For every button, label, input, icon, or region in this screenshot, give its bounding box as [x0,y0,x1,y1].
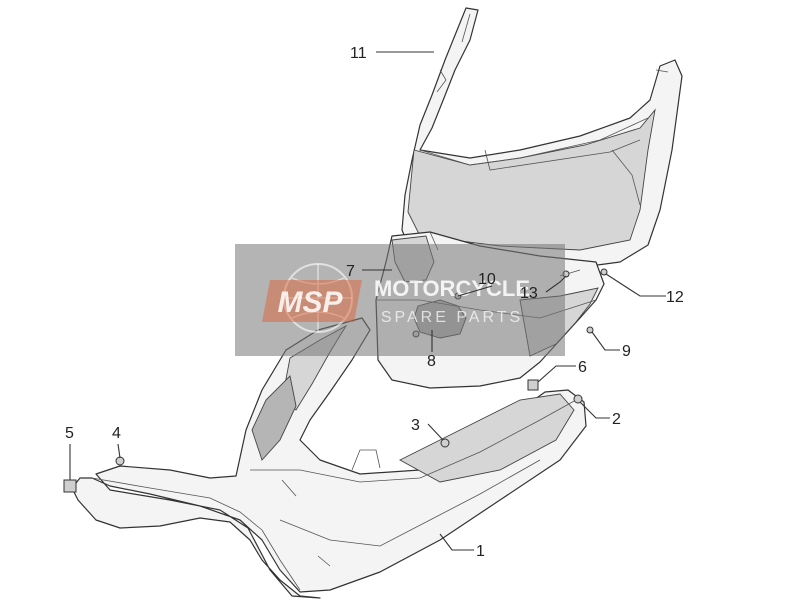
callout-8: 8 [427,353,436,370]
callout-11: 11 [350,45,367,62]
callout-12: 12 [666,289,684,306]
part-footboard [71,317,587,599]
callout-1: 1 [476,543,485,560]
screw-2 [573,394,583,404]
screw-12 [600,268,608,276]
bracket-5 [63,479,77,493]
callout-6: 6 [578,359,587,376]
watermark: MSP MOTORCYCLE SPARE PARTS [235,244,565,356]
watermark-line2: SPARE PARTS [381,309,523,326]
watermark-line1: MOTORCYCLE [374,276,530,301]
watermark-badge: MSP [277,286,343,319]
callout-10: 10 [478,271,496,288]
callout-13: 13 [520,285,538,302]
callout-9: 9 [622,343,631,360]
callout-4: 4 [112,425,121,442]
callout-2: 2 [612,411,621,428]
callout-5: 5 [65,425,74,442]
screw-4 [115,456,125,466]
callout-7: 7 [346,263,355,280]
callout-labels: 11 7 10 13 12 9 8 6 5 4 3 2 1 [65,45,684,560]
part-front-shield [401,7,683,271]
callout-3: 3 [411,417,420,434]
clip-6 [527,379,539,391]
screw-3 [440,438,450,448]
screw-9 [586,326,594,334]
leader-lines [69,51,666,551]
